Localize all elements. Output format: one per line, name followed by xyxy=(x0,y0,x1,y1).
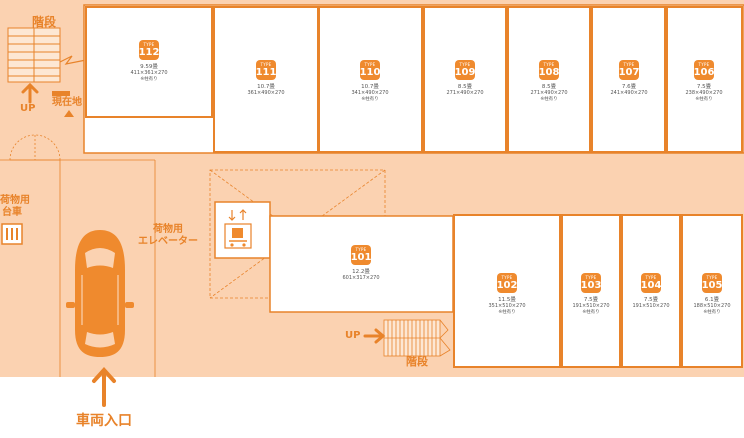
current-location-label: 現在地 xyxy=(52,97,82,108)
room-size: 11.5畳 xyxy=(498,297,516,303)
stairs-bottom xyxy=(383,319,441,357)
room-112-block xyxy=(85,6,213,118)
room-size: 10.7畳 xyxy=(361,84,379,90)
room-size: 8.5畳 xyxy=(457,84,473,90)
car-icon xyxy=(66,230,134,357)
up-arrow-left-icon xyxy=(21,82,39,104)
room-note: ※柱有り xyxy=(361,97,379,102)
vehicle-entrance-label: 車両入口 xyxy=(76,413,132,429)
room-size: 9.59畳 xyxy=(140,64,158,70)
elevator-up-down-icon xyxy=(228,209,247,221)
elevator-label-line-1: 荷物用 xyxy=(153,224,183,235)
elevator-label-line-2: エレベーター xyxy=(138,236,198,247)
room-dimensions: 241×490×270 xyxy=(610,90,648,96)
room-size: 10.7畳 xyxy=(257,84,275,90)
room-dimensions: 271×490×270 xyxy=(530,90,568,96)
room-size: 12.2畳 xyxy=(352,269,370,275)
room-dimensions: 411×361×270 xyxy=(130,70,168,76)
room-dimensions: 271×490×270 xyxy=(446,90,484,96)
stairs-bottom-label: 階段 xyxy=(406,355,428,368)
cart-label-line-2: 台車 xyxy=(2,207,22,218)
current-location-triangle-icon xyxy=(64,110,74,117)
room-size: 7.5畳 xyxy=(583,297,599,303)
cart-label-line-1: 荷物用 xyxy=(0,195,30,206)
current-location-bar xyxy=(52,91,70,96)
vehicle-entrance-arrow-icon xyxy=(92,367,116,407)
room-note: ※柱有り xyxy=(140,77,158,82)
room-size: 7.5畳 xyxy=(643,297,659,303)
room-size: 7.5畳 xyxy=(696,84,712,90)
room-dimensions: 601×317×270 xyxy=(342,275,380,281)
up-arrow-right-icon xyxy=(363,328,386,344)
room-dimensions: 238×490×270 xyxy=(685,90,723,96)
parking-slot xyxy=(0,159,156,377)
hand-cart-icon xyxy=(1,223,23,245)
room-dimensions: 361×490×270 xyxy=(247,90,285,96)
room-note: ※柱有り xyxy=(703,310,721,315)
room-dimensions: 191×510×270 xyxy=(572,303,610,309)
freight-cart-icon xyxy=(224,223,252,249)
room-note: ※柱有り xyxy=(582,310,600,315)
room-dimensions: 351×510×270 xyxy=(488,303,526,309)
up-right-label: UP xyxy=(345,330,361,341)
room-size: 8.5畳 xyxy=(541,84,557,90)
room-size: 7.6畳 xyxy=(621,84,637,90)
room-dimensions: 191×510×270 xyxy=(632,303,670,309)
up-left-label: UP xyxy=(20,103,36,114)
room-dimensions: 188×510×270 xyxy=(693,303,731,309)
stairs-top-label: 階段 xyxy=(32,15,57,29)
stairs-top-left xyxy=(7,27,87,83)
room-note: ※柱有り xyxy=(498,310,516,315)
room-dimensions: 341×490×270 xyxy=(351,90,389,96)
room-size: 6.1畳 xyxy=(704,297,720,303)
stairs-break-line xyxy=(439,319,451,357)
room-note: ※柱有り xyxy=(695,97,713,102)
room-note: ※柱有り xyxy=(540,97,558,102)
